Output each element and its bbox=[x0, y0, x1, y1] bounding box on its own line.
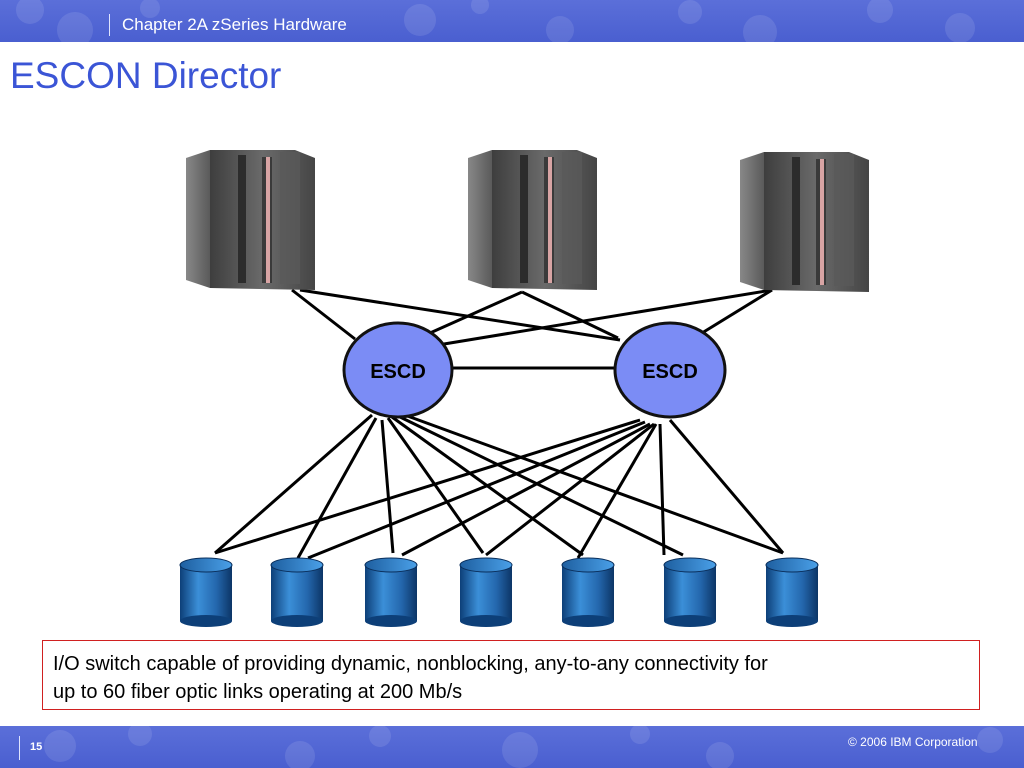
disk-5 bbox=[561, 557, 615, 627]
escd-label: ESCD bbox=[370, 361, 426, 383]
disk-3 bbox=[364, 557, 418, 627]
disk-4 bbox=[459, 557, 513, 627]
slide-title: ESCON Director bbox=[10, 55, 282, 96]
link-escd2-disk3 bbox=[401, 422, 651, 557]
link-escd1-disk6 bbox=[397, 414, 684, 557]
header-bar: Chapter 2A zSeries Hardware bbox=[0, 0, 1024, 42]
server-3 bbox=[740, 152, 869, 292]
escd-director-1: ESCD bbox=[342, 321, 454, 419]
link-server2-escd1 bbox=[429, 290, 523, 335]
copyright: © 2006 IBM Corporation bbox=[848, 735, 978, 749]
link-escd1-disk2 bbox=[296, 417, 378, 559]
chapter-title: Chapter 2A zSeries Hardware bbox=[122, 15, 347, 34]
footer-bar: 15 © 2006 IBM Corporation bbox=[0, 726, 1024, 768]
link-escd2-disk4 bbox=[485, 422, 655, 557]
disk-6 bbox=[663, 557, 717, 627]
link-server3-escd1 bbox=[437, 288, 773, 347]
header-pattern bbox=[16, 0, 975, 42]
slide-number: 15 bbox=[30, 741, 43, 753]
link-server1-escd1 bbox=[291, 288, 356, 341]
link-server1-escd2 bbox=[299, 288, 621, 342]
disk-links bbox=[214, 412, 785, 560]
disk-2 bbox=[270, 557, 324, 627]
link-escd2-disk7 bbox=[668, 419, 785, 554]
link-escd2-disk2 bbox=[307, 420, 646, 560]
link-escd1-disk7 bbox=[401, 412, 784, 555]
link-escd1-disk1 bbox=[214, 413, 373, 555]
link-escd2-disk6 bbox=[658, 423, 666, 556]
server-links bbox=[291, 288, 773, 370]
description-line-2: up to 60 fiber optic links operating at … bbox=[53, 681, 463, 703]
disk-7 bbox=[765, 557, 819, 627]
footer-separator bbox=[19, 736, 20, 760]
footer-pattern bbox=[44, 726, 1003, 768]
disk-1 bbox=[179, 557, 233, 627]
header-separator bbox=[109, 14, 110, 36]
server-1 bbox=[186, 150, 315, 290]
link-escd1-disk3 bbox=[380, 419, 395, 554]
escd-director-2: ESCD bbox=[613, 321, 727, 419]
link-server2-escd2 bbox=[521, 290, 619, 340]
server-2 bbox=[468, 150, 597, 290]
link-escd2-disk1 bbox=[214, 418, 641, 555]
escd-label: ESCD bbox=[642, 361, 698, 383]
link-escd2-disk5 bbox=[576, 423, 658, 559]
link-server3-escd2 bbox=[701, 288, 773, 335]
description-box: I/O switch capable of providing dynamic,… bbox=[42, 640, 980, 710]
description-line-1: I/O switch capable of providing dynamic,… bbox=[53, 653, 768, 675]
